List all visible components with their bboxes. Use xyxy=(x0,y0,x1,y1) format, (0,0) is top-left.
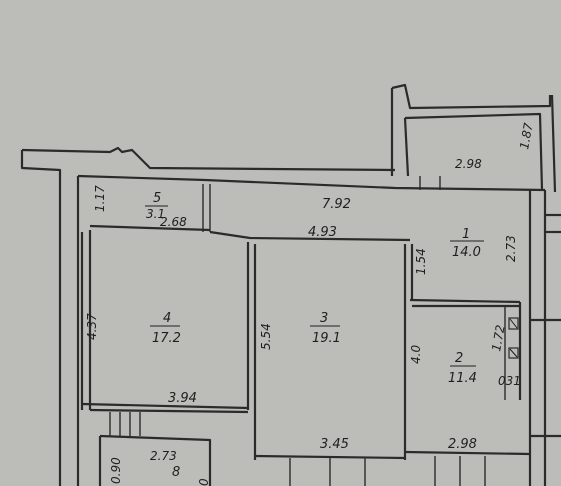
room-number: 3 xyxy=(320,311,328,326)
dim-room2-side: 1.72 xyxy=(489,324,507,353)
room-area: 3.1 xyxy=(146,207,165,221)
room-number: 2 xyxy=(455,351,463,366)
dim-room1-top: 4.93 xyxy=(308,225,337,240)
dim-room8-right: 0 xyxy=(197,478,211,486)
dim-corridor-length: 7.92 xyxy=(322,197,351,212)
dim-room1-side: 2.73 xyxy=(504,235,518,262)
fixture-box xyxy=(508,317,519,330)
room-number: 4 xyxy=(163,311,171,326)
dim-room5-width: 2.68 xyxy=(160,215,187,229)
dim-room2-height: 4.0 xyxy=(409,345,423,364)
room-area: 14.0 xyxy=(452,245,481,260)
room-number: 8 xyxy=(172,465,180,480)
room-area: 19.1 xyxy=(312,331,341,346)
room-area: 11.4 xyxy=(448,371,477,386)
dim-room1-inner: 1.54 xyxy=(414,248,428,275)
dim-room4-width: 3.94 xyxy=(168,391,197,406)
dim-balcony-depth: 1.87 xyxy=(517,121,535,150)
dim-room3-height: 5.54 xyxy=(259,323,273,350)
dim-room8-left: 0.90 xyxy=(109,457,123,484)
dim-balcony-width: 2.98 xyxy=(455,157,482,171)
outer-walls xyxy=(20,83,561,486)
interior-walls xyxy=(80,176,531,486)
dim-room2-width: 2.98 xyxy=(448,437,477,452)
dim-room5-height: 1.17 xyxy=(93,185,107,212)
dim-room8-width: 2.73 xyxy=(150,449,177,463)
dim-room3-width: 3.45 xyxy=(320,437,349,452)
dimension-labels: 2.98 1.87 7.92 1.17 2.68 4.93 2.73 1.54 … xyxy=(85,121,536,486)
room-area: 17.2 xyxy=(152,331,181,346)
room-number: 1 xyxy=(462,227,470,242)
dim-room4-height: 4.37 xyxy=(85,313,99,340)
fixture-box xyxy=(508,347,519,359)
dim-room2-note: 031 xyxy=(498,374,521,388)
room-labels: 5 3.1 1 14.0 3 19.1 4 17.2 2 11.4 8 xyxy=(146,191,481,480)
room-number: 5 xyxy=(153,191,161,206)
